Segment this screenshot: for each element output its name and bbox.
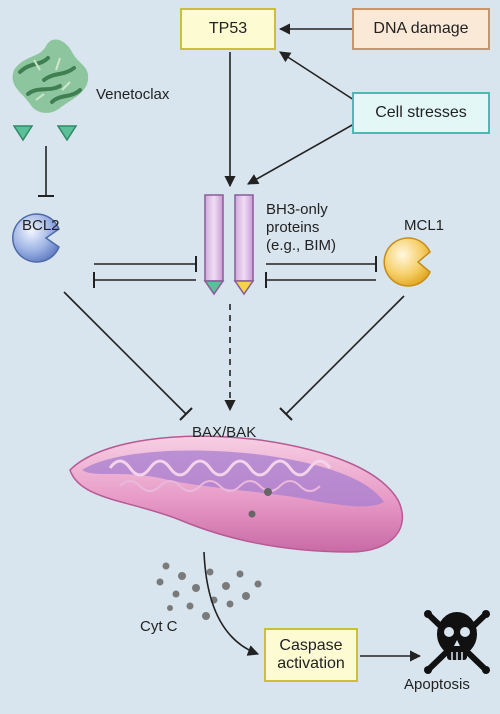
mcl1-bh3-mutual-inhibition [265, 256, 377, 288]
caspase-label-line1: Caspase [279, 636, 343, 654]
cyt-c-to-caspase-arrow [203, 551, 260, 656]
bcl2-protein-icon [12, 213, 60, 263]
bh3-only-bars-icon [203, 194, 255, 296]
cyt-c-particles-icon [156, 562, 262, 620]
venetoclax-wedge-right-icon [56, 125, 78, 142]
caspase-activation-node: Caspase activation [264, 628, 358, 682]
dna-damage-node: DNA damage [352, 8, 490, 50]
tp53-node: TP53 [180, 8, 276, 50]
mitochondrion-icon [69, 435, 404, 553]
stresses-to-bh3-arrow [247, 123, 355, 185]
tp53-label: TP53 [208, 19, 248, 37]
bcl2-to-bax-inhibition [63, 291, 193, 421]
caspase-label-line2: activation [277, 655, 345, 672]
venetoclax-bcl2-inhibition [38, 146, 54, 197]
venetoclax-label: Venetoclax [96, 86, 170, 103]
bh3-label-line1: BH3-only [266, 201, 328, 218]
venetoclax-structure-icon [12, 39, 89, 113]
apoptosis-label: Apoptosis [404, 676, 470, 693]
cell-stresses-node: Cell stresses [352, 92, 490, 134]
bh3-label-line2: proteins [266, 219, 320, 236]
cell-stresses-label: Cell stresses [375, 103, 467, 121]
mcl1-to-bax-inhibition [279, 295, 405, 421]
bh3-only-label: BH3-only proteins (e.g., BIM) [266, 201, 336, 255]
bcl2-bh3-mutual-inhibition [93, 256, 197, 288]
venetoclax-wedge-left-icon [12, 125, 34, 142]
skull-crossbones-icon [424, 610, 490, 674]
bh3-label-line3: (e.g., BIM) [266, 237, 337, 254]
mcl1-protein-icon [383, 237, 431, 287]
stresses-to-tp53-arrow [279, 51, 355, 101]
bax-bak-label: BAX/BAK [192, 424, 257, 441]
cyt-c-label: Cyt C [140, 618, 178, 635]
dna-damage-label: DNA damage [373, 19, 469, 37]
mcl1-label: MCL1 [404, 217, 445, 234]
bcl2-label: BCL2 [22, 217, 60, 234]
